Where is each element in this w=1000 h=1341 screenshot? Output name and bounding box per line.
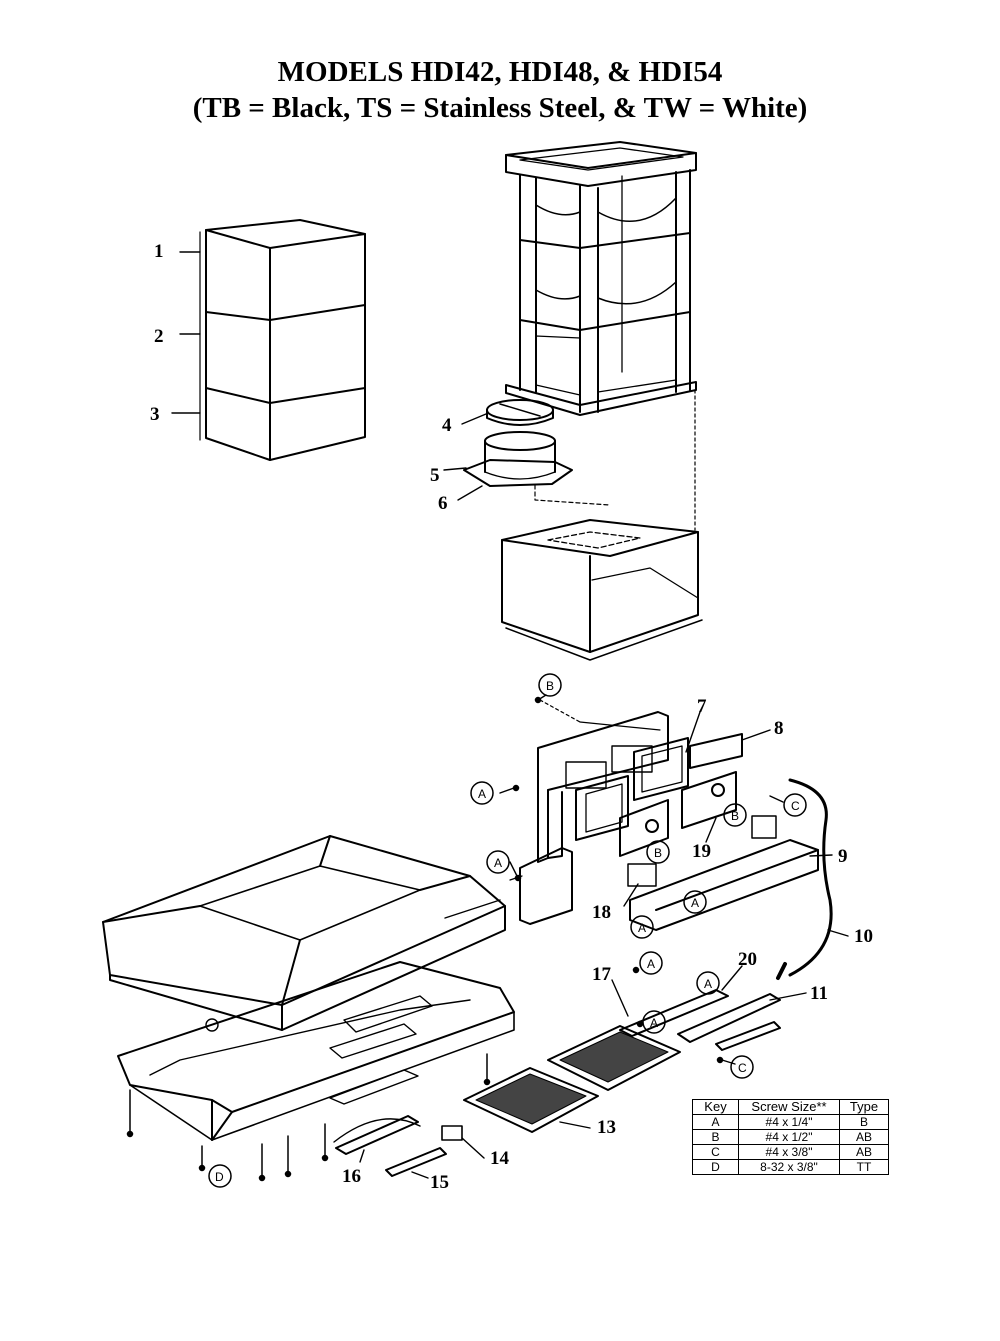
damper-and-collar: [463, 399, 573, 487]
legend-size: #4 x 1/2": [738, 1129, 840, 1145]
part-label-20: 20: [738, 949, 757, 970]
leader-lines: [171, 251, 849, 1179]
grease-filters: [463, 1025, 681, 1133]
duct-cover-assembly: [199, 219, 366, 461]
part-label-11: 11: [810, 983, 828, 1004]
callout-a: A: [642, 1010, 666, 1034]
svg-text:A: A: [638, 921, 646, 935]
legend-type: TT: [839, 1159, 889, 1175]
screw-legend-table: Key Screw Size** Type A #4 x 1/4" B B #4…: [692, 1099, 889, 1175]
callout-b: B: [723, 803, 747, 827]
legend-size: #4 x 1/4": [738, 1114, 840, 1130]
diagram-title: MODELS HDI42, HDI48, & HDI54: [277, 56, 723, 88]
callout-c: C: [783, 793, 807, 817]
legend-size: #4 x 3/8": [738, 1144, 840, 1160]
control-bracket: [509, 699, 833, 980]
svg-text:C: C: [738, 1061, 747, 1075]
part-label-14: 14: [490, 1148, 510, 1169]
svg-text:B: B: [546, 679, 554, 693]
table-row: C #4 x 3/8" AB: [692, 1144, 889, 1160]
part-label-9: 9: [838, 846, 848, 867]
lamp-sockets: [619, 989, 781, 1051]
small-parts: [333, 1115, 463, 1177]
part-label-6: 6: [438, 493, 448, 514]
legend-key: C: [692, 1144, 739, 1160]
legend-size: 8-32 x 3/8": [738, 1159, 840, 1175]
callout-b: B: [646, 840, 670, 864]
callout-a: A: [630, 915, 654, 939]
legend-key: D: [692, 1159, 739, 1175]
legend-header-type: Type: [839, 1099, 889, 1115]
legend-header-key: Key: [692, 1099, 739, 1115]
svg-text:D: D: [215, 1170, 224, 1184]
part-label-2: 2: [154, 326, 164, 347]
part-label-7: 7: [697, 696, 707, 717]
screws: [126, 696, 724, 1182]
svg-text:A: A: [691, 896, 699, 910]
legend-type: B: [839, 1114, 889, 1130]
svg-text:B: B: [654, 846, 662, 860]
legend-type: AB: [839, 1129, 889, 1145]
legend-type: AB: [839, 1144, 889, 1160]
legend-header-row: Key Screw Size** Type: [692, 1099, 889, 1115]
hood-bottom-tray: [117, 961, 515, 1141]
svg-text:B: B: [731, 809, 739, 823]
callout-c: C: [730, 1055, 754, 1079]
part-label-5: 5: [430, 465, 440, 486]
callout-a: A: [639, 951, 663, 975]
blower-housing: [501, 389, 703, 661]
callout-a: A: [470, 781, 494, 805]
part-label-4: 4: [442, 415, 452, 436]
part-label-19: 19: [692, 841, 711, 862]
table-row: B #4 x 1/2" AB: [692, 1129, 889, 1145]
part-label-17: 17: [592, 964, 612, 985]
svg-text:A: A: [478, 787, 486, 801]
part-label-15: 15: [430, 1172, 449, 1193]
table-row: D 8-32 x 3/8" TT: [692, 1159, 889, 1175]
part-label-16: 16: [342, 1166, 361, 1187]
screw-callouts: A A A A A A A B B B C C D: [208, 673, 807, 1188]
chimney-frame: [505, 141, 697, 416]
part-number-labels: 1 2 3 4 5 6 7 8 9 10 11 13 14 15 16 17 1…: [150, 241, 873, 1193]
part-label-8: 8: [774, 718, 784, 739]
callout-a: A: [696, 971, 720, 995]
callout-a: A: [683, 890, 707, 914]
hood-canopy: [102, 835, 506, 1031]
svg-text:A: A: [704, 977, 712, 991]
part-label-18: 18: [592, 902, 611, 923]
part-label-3: 3: [150, 404, 160, 425]
diagram-subtitle: (TB = Black, TS = Stainless Steel, & TW …: [192, 92, 808, 124]
callout-b: B: [538, 673, 562, 697]
legend-key: B: [692, 1129, 739, 1145]
svg-text:A: A: [494, 856, 502, 870]
part-label-10: 10: [854, 926, 873, 947]
part-label-1: 1: [154, 241, 164, 262]
table-row: A #4 x 1/4" B: [692, 1114, 889, 1130]
svg-text:A: A: [647, 957, 655, 971]
svg-text:C: C: [791, 799, 800, 813]
legend-header-size: Screw Size**: [738, 1099, 840, 1115]
svg-text:A: A: [650, 1016, 658, 1030]
callout-d: D: [208, 1164, 232, 1188]
legend-key: A: [692, 1114, 739, 1130]
part-label-13: 13: [597, 1117, 616, 1138]
callout-a: A: [486, 850, 510, 874]
